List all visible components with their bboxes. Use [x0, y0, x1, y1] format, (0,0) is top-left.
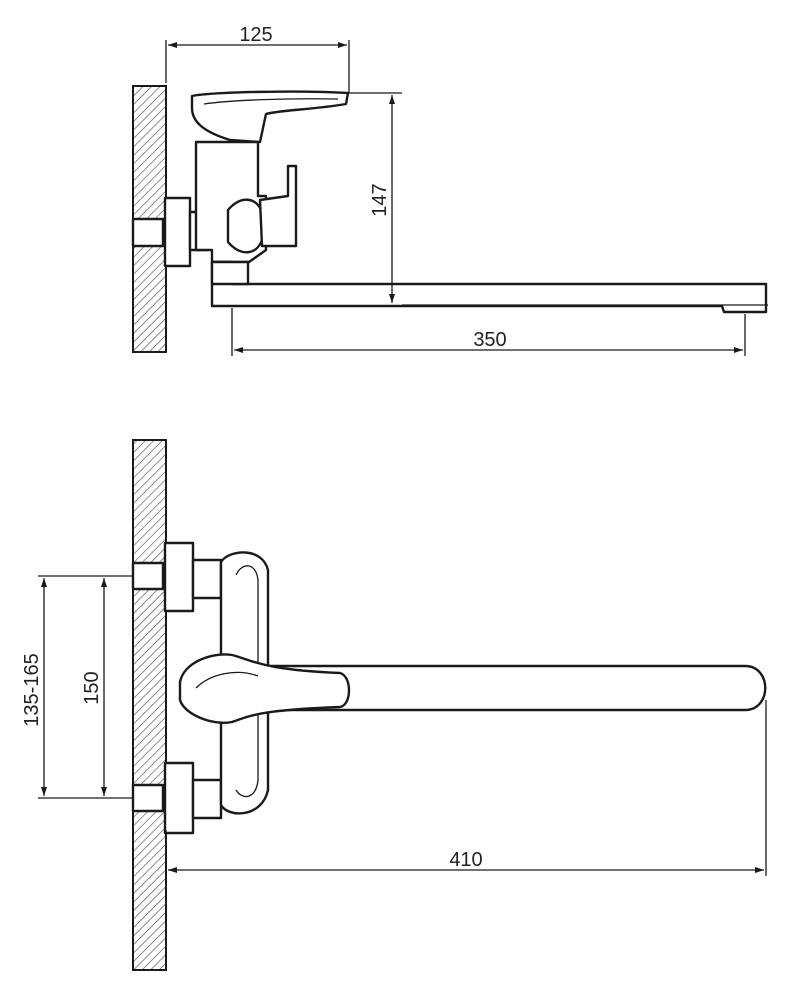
side-view-lever-detail [203, 98, 339, 105]
front-view: 135-165 150 410 [21, 439, 767, 971]
front-view-socket-lower [131, 783, 165, 813]
side-view-diverter-lever [258, 164, 298, 248]
side-view-eccentric-connector [163, 196, 192, 268]
front-view-socket-upper [131, 561, 165, 591]
side-view-diverter-knob [226, 198, 264, 254]
front-view-lever-detail [195, 671, 259, 689]
side-view-spout-swivel [210, 260, 250, 286]
dim-label-side-width: 125 [239, 24, 272, 46]
dim-label-front-range: 135-165 [21, 653, 43, 726]
front-view-nut-upper [191, 558, 223, 600]
front-view-lever-handle [178, 653, 351, 724]
dim-label-side-spout: 350 [473, 329, 506, 351]
side-view-wall-socket [131, 217, 165, 248]
dim-label-front-length: 410 [449, 849, 482, 871]
dim-label-side-height: 147 [369, 183, 391, 216]
dim-label-front-center: 150 [81, 671, 103, 704]
front-view-nut-lower [191, 778, 223, 820]
front-view-wall [132, 439, 167, 971]
side-view: 125 147 350 [131, 24, 768, 356]
side-view-lever-handle [190, 90, 350, 144]
front-view-eccentric-lower [163, 761, 195, 835]
front-view-eccentric-upper [163, 541, 195, 613]
front-view-spout [264, 664, 767, 712]
